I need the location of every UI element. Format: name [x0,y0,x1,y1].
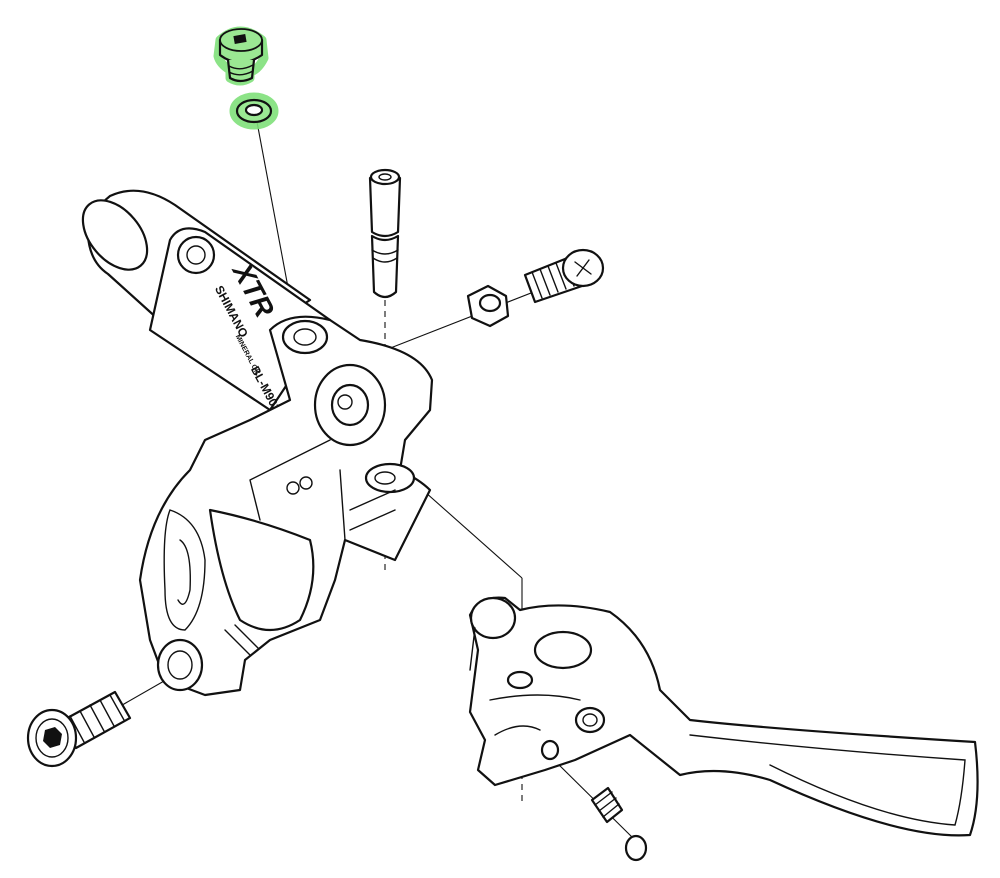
lever-blade[interactable] [468,596,979,837]
set-screw-cap[interactable] [624,834,648,862]
bleed-screw[interactable] [213,26,269,86]
reach-adjust-nut[interactable] [466,284,510,328]
lever-body: XTR SHIMANO MINERAL OIL BL-M9020 [81,189,434,697]
pivot-pin[interactable] [368,168,402,299]
free-stroke-set-screw[interactable] [590,786,624,824]
clamp-bolt[interactable] [26,690,132,768]
bleed-screw-o-ring[interactable] [229,92,279,130]
reach-adjust-screw[interactable] [523,248,605,304]
